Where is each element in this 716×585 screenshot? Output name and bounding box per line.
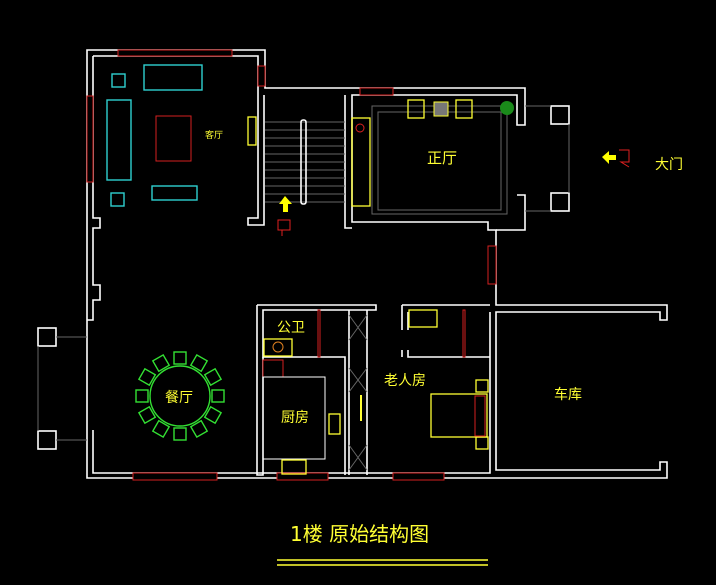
dining-chair xyxy=(135,389,149,403)
room-label-public-bathroom: 公卫 xyxy=(277,320,305,336)
plan-title: 1楼 原始结构图 xyxy=(290,522,430,546)
dining-chair xyxy=(203,405,223,425)
dining-chair xyxy=(151,353,171,373)
room-label-main-gate: 大门 xyxy=(655,157,683,173)
room-label-main-hall: 正厅 xyxy=(427,149,458,167)
gate-arrow-icon xyxy=(602,151,616,164)
fixtures xyxy=(262,309,489,475)
dining-chair xyxy=(189,353,209,373)
room-label-elderly-room: 老人房 xyxy=(384,373,426,389)
plant-icon xyxy=(500,101,514,115)
room-label-living-room: 客厅 xyxy=(205,131,224,141)
left-porch xyxy=(37,327,87,450)
dining-chair xyxy=(173,427,187,441)
room-label-dining-room: 餐厅 xyxy=(165,390,193,406)
dining-table xyxy=(135,351,225,441)
dining-chair xyxy=(137,405,157,425)
staircase xyxy=(265,119,345,236)
front-porch xyxy=(525,105,570,212)
dining-chair xyxy=(189,419,209,439)
gate-marker-icon xyxy=(619,149,630,168)
walls xyxy=(86,49,668,479)
windows xyxy=(86,49,497,481)
dining-chair xyxy=(151,419,171,439)
dining-chair xyxy=(211,389,225,403)
room-label-garage: 车库 xyxy=(554,387,582,403)
entry-marker-icon xyxy=(277,219,291,236)
living-room-furniture xyxy=(106,64,203,207)
dining-chair xyxy=(203,367,223,387)
dining-chair xyxy=(173,351,187,365)
dining-chair xyxy=(137,367,157,387)
main-hall-furniture xyxy=(247,99,514,215)
title-underline xyxy=(277,559,488,566)
up-arrow-icon xyxy=(279,196,292,212)
room-label-kitchen: 厨房 xyxy=(281,410,309,426)
